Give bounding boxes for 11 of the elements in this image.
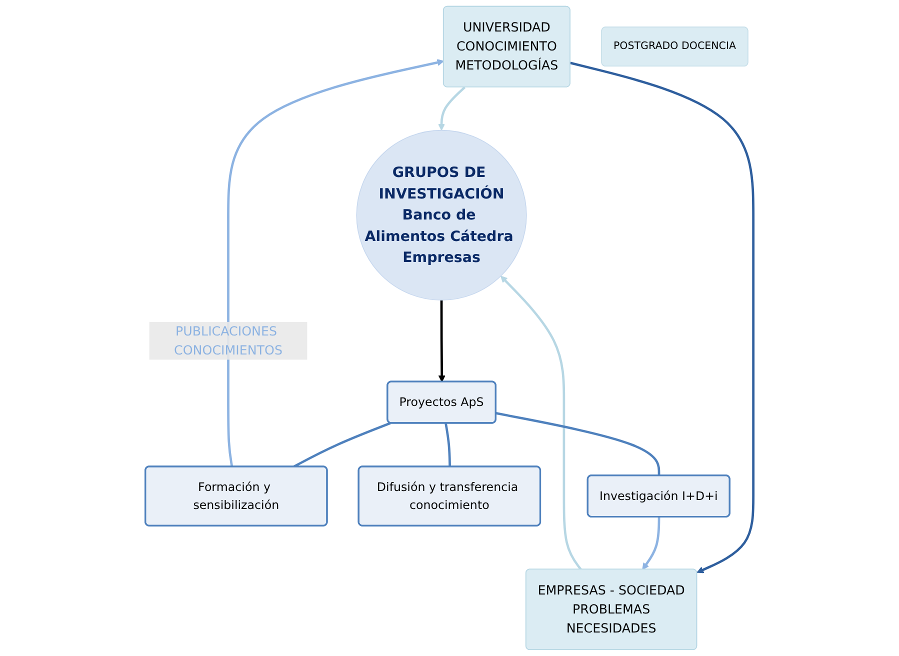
arrow: [438, 300, 446, 382]
node-circle: GRUPOS DE INVESTIGACIÓN Banco de Alimentos Cátedra Empresas: [356, 130, 527, 301]
connector: [444, 423, 452, 467]
edge-label: PUBLICACIONES CONOCIMIENTOS: [174, 323, 283, 358]
arrow: [500, 276, 582, 570]
connector: [293, 422, 391, 468]
arrow: [570, 62, 755, 574]
arrow: [438, 86, 466, 131]
connector: [496, 412, 660, 476]
arrow: [227, 59, 444, 467]
arrow: [642, 517, 660, 570]
